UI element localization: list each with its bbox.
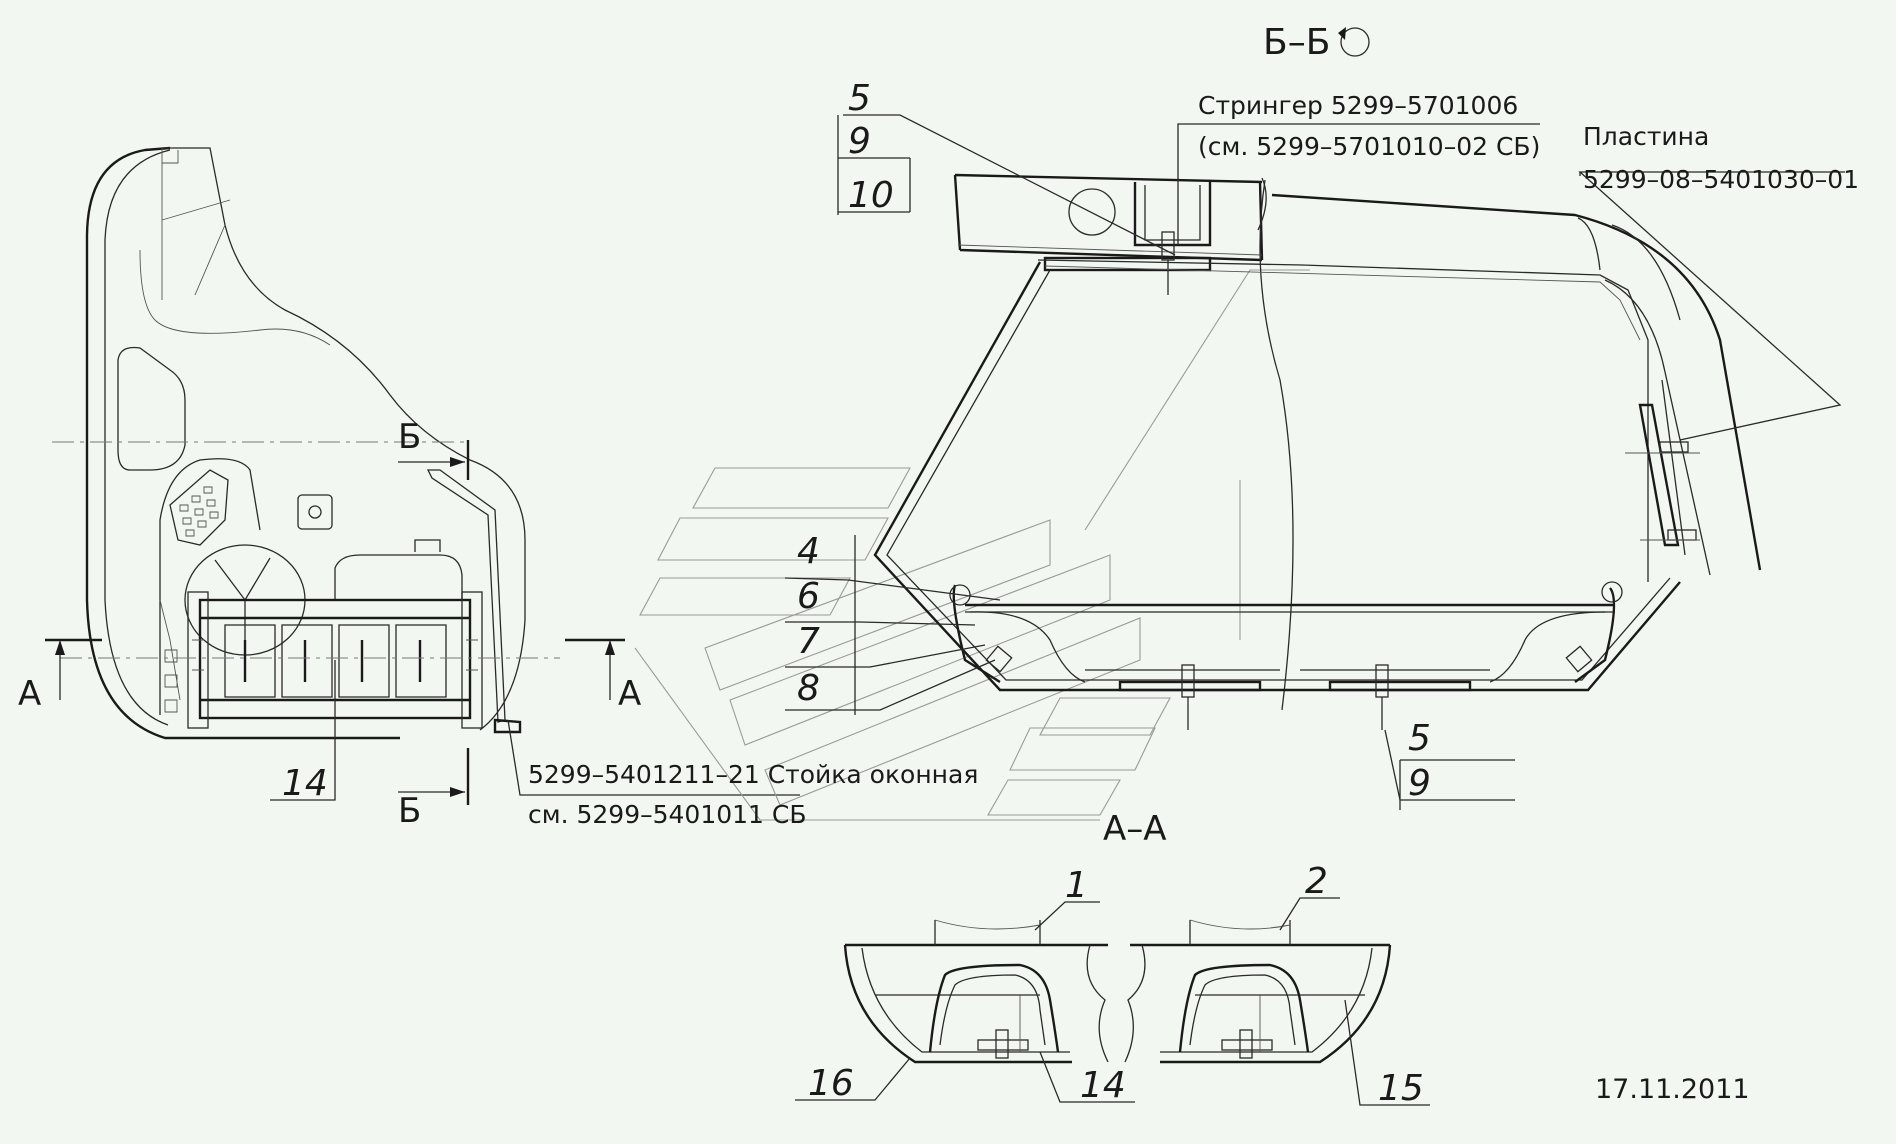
callout-5-bottom: 5: [1408, 718, 1431, 759]
bb-roof-curve: [1271, 193, 1762, 571]
plate-note-line2: 5299–08–5401030–01: [1583, 165, 1859, 194]
section-b-marks: [398, 440, 470, 805]
bb-plate: [1625, 403, 1700, 547]
callout-14-bottom: 14: [1080, 1065, 1126, 1106]
callout-6: 6: [797, 576, 820, 617]
callout-8: 8: [797, 668, 820, 709]
left-view-keypad: [169, 469, 229, 546]
left-view-dashboard: [159, 458, 261, 715]
drawing-date: 17.11.2011: [1595, 1074, 1750, 1105]
callout-9-top: 9: [848, 121, 871, 162]
bb-floor-box: [949, 581, 1623, 730]
left-view-pillar: [162, 147, 526, 731]
bb-vent-circle: [1068, 188, 1116, 236]
bb-shell-outer: [873, 261, 1681, 692]
section-bb: [784, 27, 1845, 810]
bb-break-line: [1259, 179, 1294, 711]
aa-left-part: [843, 919, 1109, 1064]
aa-section-title: А–А: [1103, 809, 1167, 849]
aa-right-part: [1124, 919, 1392, 1064]
left-view-inner-wall: [104, 149, 171, 726]
callout-10: 10: [848, 175, 894, 216]
bb-rotation-icon: [1338, 27, 1370, 57]
section-a-marks: [45, 638, 625, 700]
stringer-note-line1: Стрингер 5299–5701006: [1198, 91, 1518, 120]
bb-stringer: [1043, 182, 1212, 295]
callout-1: 1: [1065, 865, 1088, 906]
left-view-outer-wall: [85, 146, 400, 740]
callout-2: 2: [1305, 861, 1328, 902]
section-b-bottom-label: Б: [398, 791, 421, 831]
callout-9-bottom: 9: [1408, 763, 1431, 804]
left-view-window-post: [426, 469, 506, 723]
left-view-window: [117, 346, 186, 471]
callout-14-left: 14: [282, 763, 328, 804]
bb-roof-panel: [953, 173, 1264, 262]
left-view-storage-box: [187, 591, 483, 729]
post-note-line2: см. 5299–5401011 СБ: [528, 800, 807, 829]
plate-note-line1: Пластина: [1583, 122, 1709, 151]
callout-5-top: 5: [848, 78, 871, 119]
callout-7: 7: [797, 621, 820, 662]
post-note-line1: 5299–5401211–21 Стойка оконная: [528, 760, 978, 789]
left-view-bolt: [297, 494, 333, 530]
section-aa: [795, 897, 1430, 1106]
ghost-schematic: [634, 269, 1310, 821]
stringer-note-line2: (см. 5299–5701010–02 СБ): [1198, 132, 1540, 161]
left-view-seat: [334, 539, 463, 600]
callout-16: 16: [808, 1063, 854, 1104]
section-b-top-label: Б: [398, 417, 421, 457]
callout-15: 15: [1378, 1068, 1424, 1109]
bb-section-title: Б–Б: [1263, 22, 1330, 63]
left-view: [45, 146, 800, 805]
section-a-left-label: А: [18, 674, 41, 714]
section-a-right-label: А: [618, 674, 641, 714]
callout-4: 4: [797, 531, 820, 572]
